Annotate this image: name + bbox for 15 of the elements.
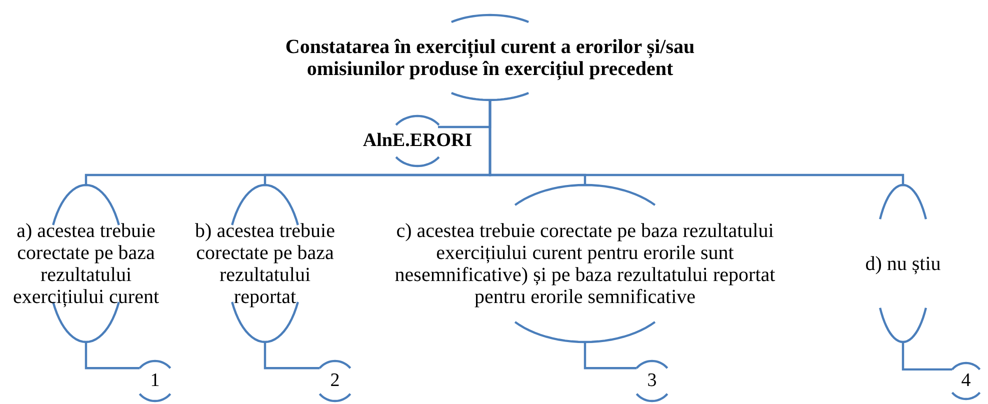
connector-line (264, 342, 320, 370)
connector-line (584, 342, 637, 370)
connector-line (84, 342, 140, 370)
option-number: 3 (646, 370, 658, 392)
option-number: 4 (960, 370, 972, 392)
connector-line (902, 342, 952, 371)
node-text: c) acestea trebuie corectate pe baza rezultatului exercițiului curent pentru erorile sunt nesemnificative) și pe baza rezultatului reportat pentru erorile semnificative (394, 220, 776, 308)
node-text: d) nu știu (864, 253, 942, 275)
option-number: 1 (149, 370, 161, 392)
connector-line (488, 100, 904, 185)
option-number: 2 (329, 370, 341, 392)
question-text: Constatarea în exercițiul curent a erorilor și/sau omisiunilor produse în exercițiul precedent (284, 36, 696, 80)
node-text: AlnE.ERORI (362, 130, 474, 152)
node-text: b) acestea trebuie corectate pe baza rezultatului reportat (194, 220, 336, 308)
node-text: a) acestea trebuie corectate pe baza rezultatului exercițiului curent (12, 220, 160, 308)
